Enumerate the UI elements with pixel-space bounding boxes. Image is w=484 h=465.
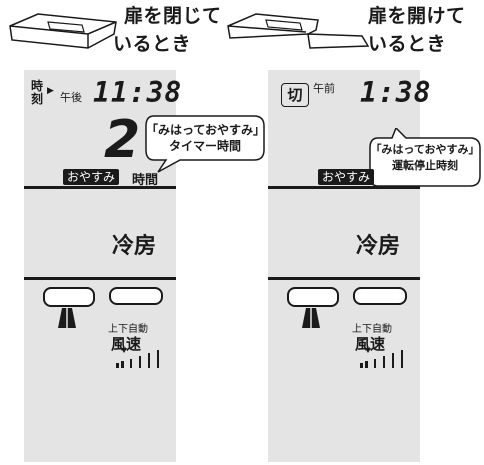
left-callout-bubble	[145, 115, 265, 173]
left-callout-line1: 「みはっておやすみ」	[146, 123, 266, 137]
time-label: 時刻	[31, 79, 44, 106]
right-fan-speed-icon	[360, 348, 403, 368]
right-title-line2: いるとき	[368, 33, 447, 55]
closed-door-remote-icon	[9, 13, 117, 49]
left-upper-divider	[24, 186, 176, 189]
timer-digit: 2	[104, 110, 141, 170]
right-vane-label: 上下自動	[352, 324, 392, 335]
left-vane-auto-icon	[109, 287, 163, 305]
right-callout-line1: 「みはっておやすみ」	[370, 143, 480, 156]
right-vane-auto-icon	[353, 287, 407, 305]
time-arrow-icon: ▶	[47, 86, 54, 96]
off-indicator: 切	[281, 83, 309, 107]
right-upper-divider	[268, 186, 420, 189]
left-oyasumi-badge: おやすみ	[63, 169, 120, 185]
left-ampm: 午後	[60, 91, 82, 104]
right-callout-line2: 運転停止時刻	[392, 159, 458, 172]
right-fan-label: 風速	[355, 335, 386, 353]
left-lower-divider	[24, 277, 176, 280]
open-door-remote-icon	[227, 13, 370, 49]
right-callout-bubble	[369, 128, 481, 187]
right-lower-divider	[268, 277, 420, 280]
left-vane-indicators	[43, 287, 163, 328]
left-mode-cooling: 冷房	[112, 234, 157, 259]
left-title-line2: いるとき	[113, 33, 192, 55]
left-fan-label: 風速	[111, 335, 142, 353]
left-fan-speed-icon	[116, 348, 159, 368]
left-clock: 11:38	[93, 76, 183, 109]
left-callout-line2: タイマー時間	[168, 139, 241, 153]
left-vane-icon	[43, 287, 95, 307]
right-vane-icon	[287, 287, 339, 307]
right-vane-indicators	[287, 287, 407, 328]
left-title-line1: 扉を閉じて	[124, 5, 222, 27]
hours-unit: 時間	[132, 173, 159, 188]
right-mode-cooling: 冷房	[356, 234, 401, 259]
right-title-line1: 扉を開けて	[368, 5, 466, 27]
left-vane-label: 上下自動	[108, 324, 148, 335]
right-ampm: 午前	[313, 82, 335, 95]
right-clock: 1:38	[360, 76, 432, 109]
right-oyasumi-badge: おやすみ	[318, 169, 375, 185]
